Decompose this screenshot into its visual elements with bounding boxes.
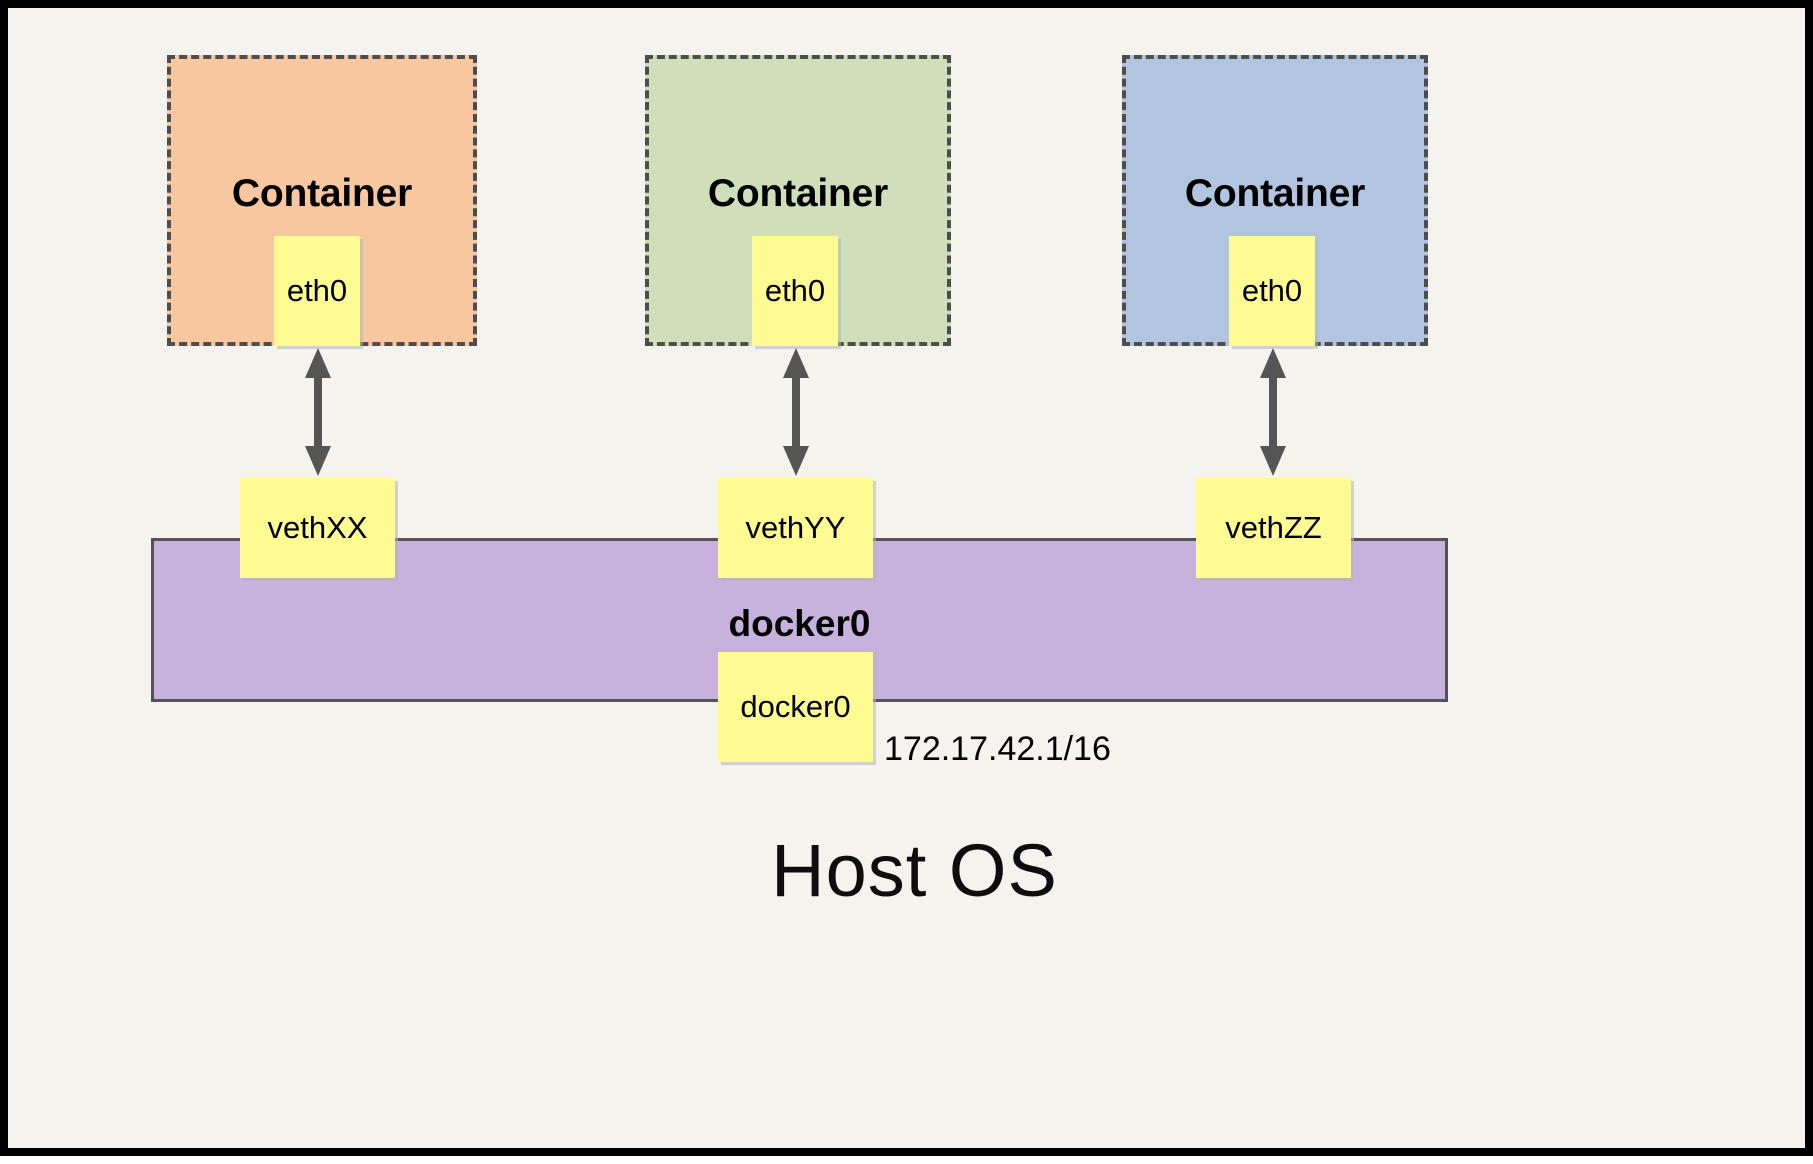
diagram-canvas: Container Container Container eth0 eth0 …	[8, 8, 1813, 1164]
veth-port-box-3[interactable]: vethZZ	[1196, 478, 1351, 578]
container-title-3: Container	[1184, 172, 1366, 215]
veth-link-arrow-3	[1260, 348, 1286, 476]
docker0-bridge-label: docker0	[728, 603, 871, 644]
docker0-ip-address: 172.17.42.1/16	[884, 730, 1111, 768]
veth-port-box-2[interactable]: vethYY	[718, 478, 873, 578]
eth0-port-box-3[interactable]: eth0	[1229, 236, 1315, 346]
container-title-2: Container	[707, 172, 889, 215]
container-title-1: Container	[231, 172, 413, 215]
veth-port-box-1[interactable]: vethXX	[240, 478, 395, 578]
eth0-port-box-2[interactable]: eth0	[752, 236, 838, 346]
eth0-port-box-1[interactable]: eth0	[274, 236, 360, 346]
host-os-label: Host OS	[771, 829, 1058, 912]
veth-link-arrow-2	[783, 348, 809, 476]
veth-link-arrow-1	[305, 348, 331, 476]
docker0-port-box[interactable]: docker0	[718, 652, 873, 762]
